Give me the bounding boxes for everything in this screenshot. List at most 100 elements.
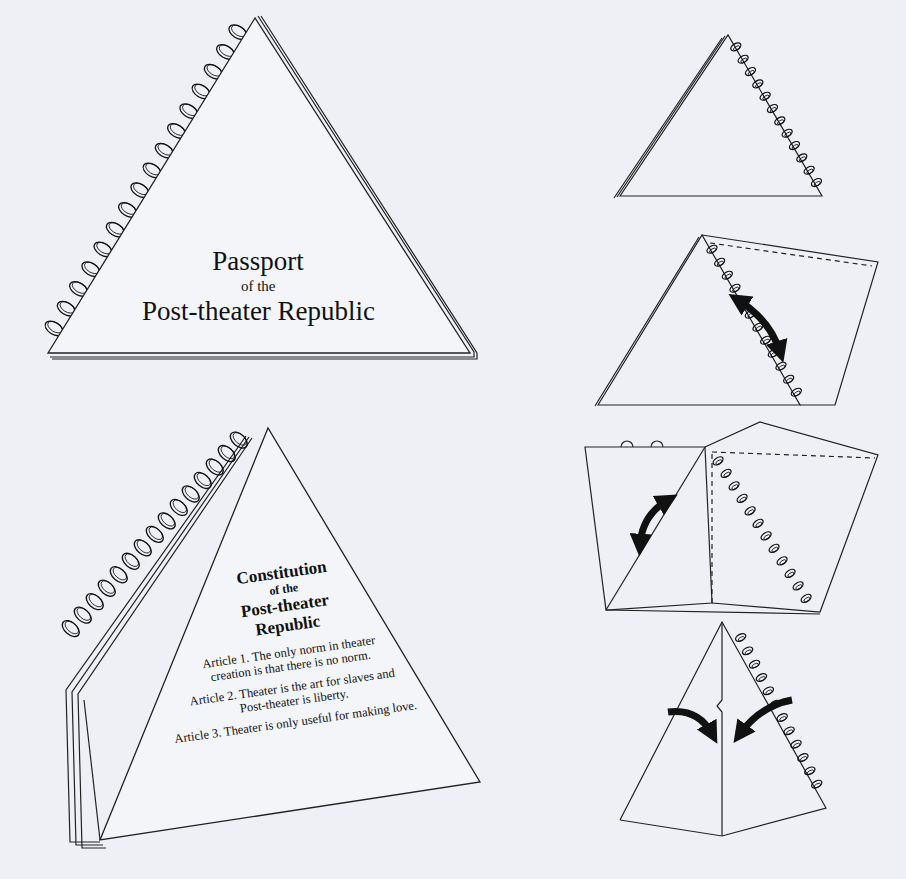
spiral-coil xyxy=(720,468,733,479)
spiral-coil xyxy=(733,45,741,51)
spiral-coil xyxy=(803,765,816,776)
spiral-coil xyxy=(759,335,772,346)
page-triangle xyxy=(48,18,470,353)
spiral-coil xyxy=(721,270,734,281)
spiral-coil xyxy=(772,702,780,708)
spiral-coil xyxy=(155,510,178,532)
spiral-coil xyxy=(768,543,781,554)
page-triangle xyxy=(100,428,480,840)
spiral-coil xyxy=(810,177,823,188)
spiral-coil xyxy=(171,498,189,515)
spiral-coil xyxy=(810,779,823,790)
spiral-coil xyxy=(762,685,775,696)
spiral-coil xyxy=(783,725,796,736)
spiral-coil xyxy=(712,455,725,466)
spiral-coil xyxy=(779,716,787,722)
spiral-coil xyxy=(728,480,741,491)
spiral-coil xyxy=(771,546,779,553)
spiral-coil xyxy=(734,632,747,643)
spiral-coil xyxy=(795,152,808,163)
spiral-coil xyxy=(95,577,118,599)
spiral-coil xyxy=(763,534,771,541)
spiral-coil xyxy=(739,496,747,503)
spiral-coil xyxy=(167,496,190,518)
spiral-coil xyxy=(767,348,780,359)
spiral-coil xyxy=(119,550,142,572)
spiral-coil xyxy=(803,165,816,176)
spiral-coil xyxy=(215,442,238,464)
spiral-coil xyxy=(787,571,795,578)
spiral-coil xyxy=(740,299,748,305)
page-text: Post-theater Republic xyxy=(96,296,421,327)
spiral-coil xyxy=(179,483,202,505)
spiral-coil xyxy=(781,128,794,139)
spiral-coil xyxy=(788,140,801,151)
spiral-coil xyxy=(111,565,129,582)
spiral-coil xyxy=(709,247,717,253)
spiral-coil xyxy=(790,387,803,398)
spiral-coil xyxy=(778,364,786,370)
spiral-coil xyxy=(782,374,795,385)
spiral-coil xyxy=(736,493,749,504)
spiral-coil xyxy=(737,54,750,65)
spiral-coil xyxy=(792,580,805,591)
spiral-coil xyxy=(776,555,789,566)
spiral-coil xyxy=(813,181,821,187)
spiral-coil xyxy=(752,322,765,333)
passport-cover: Passportof thePost-theater Republic xyxy=(40,10,480,362)
spiral-coil xyxy=(793,742,801,748)
spiral-coil xyxy=(737,636,745,642)
spiral-coil xyxy=(773,115,786,126)
spiral-coil xyxy=(87,592,105,609)
constitution-page: Constitutionof thePost-theater RepublicA… xyxy=(90,420,490,850)
spiral-coil xyxy=(800,756,808,762)
spiral-coil xyxy=(744,649,752,655)
step-pyramid xyxy=(620,622,826,836)
spiral-coil xyxy=(183,484,201,501)
spiral-coil xyxy=(135,538,153,555)
spiral-coil xyxy=(786,729,794,735)
spiral-coil xyxy=(786,377,794,383)
spiral-coil xyxy=(724,273,732,279)
spiral-coil xyxy=(731,484,739,491)
spiral-coil xyxy=(790,739,803,750)
spiral-coil xyxy=(227,429,250,451)
spiral-coil xyxy=(793,390,801,396)
spiral-coil xyxy=(107,564,130,586)
spiral-coil xyxy=(791,144,799,150)
spiral-coil xyxy=(766,103,779,114)
spiral-coil xyxy=(755,521,763,528)
spiral-coil xyxy=(755,325,763,331)
spiral-coil xyxy=(729,283,742,294)
spiral-coil xyxy=(706,244,719,255)
spiral-coil xyxy=(723,471,731,478)
spiral-coil xyxy=(806,168,814,174)
spiral-coil xyxy=(776,712,789,723)
spiral-coil xyxy=(744,505,757,516)
spiral-coil xyxy=(63,619,81,636)
spiral-coil xyxy=(762,94,770,100)
spiral-coil xyxy=(729,41,742,52)
spiral-coil xyxy=(717,260,725,266)
spiral-coil xyxy=(159,511,177,528)
step-closed xyxy=(614,35,822,198)
spiral-coil xyxy=(732,286,740,292)
spiral-coil xyxy=(59,617,82,639)
spiral-coil xyxy=(741,645,754,656)
spiral-coil xyxy=(814,782,822,788)
spiral-coil xyxy=(770,351,778,357)
spiral-coil xyxy=(195,471,213,488)
spiral-coil xyxy=(143,523,166,545)
spiral-coil xyxy=(207,457,225,474)
spiral-coil xyxy=(123,551,141,568)
spiral-coil xyxy=(775,361,788,372)
spiral-coil xyxy=(763,338,771,344)
triangle-outline xyxy=(90,420,490,850)
spiral-coil xyxy=(744,66,757,77)
spiral-coil xyxy=(747,509,755,516)
spiral-coil xyxy=(777,119,785,125)
spiral-coil xyxy=(715,459,723,466)
spiral-coil xyxy=(747,70,755,76)
step-open xyxy=(595,235,878,406)
spiral-coil xyxy=(751,662,759,668)
